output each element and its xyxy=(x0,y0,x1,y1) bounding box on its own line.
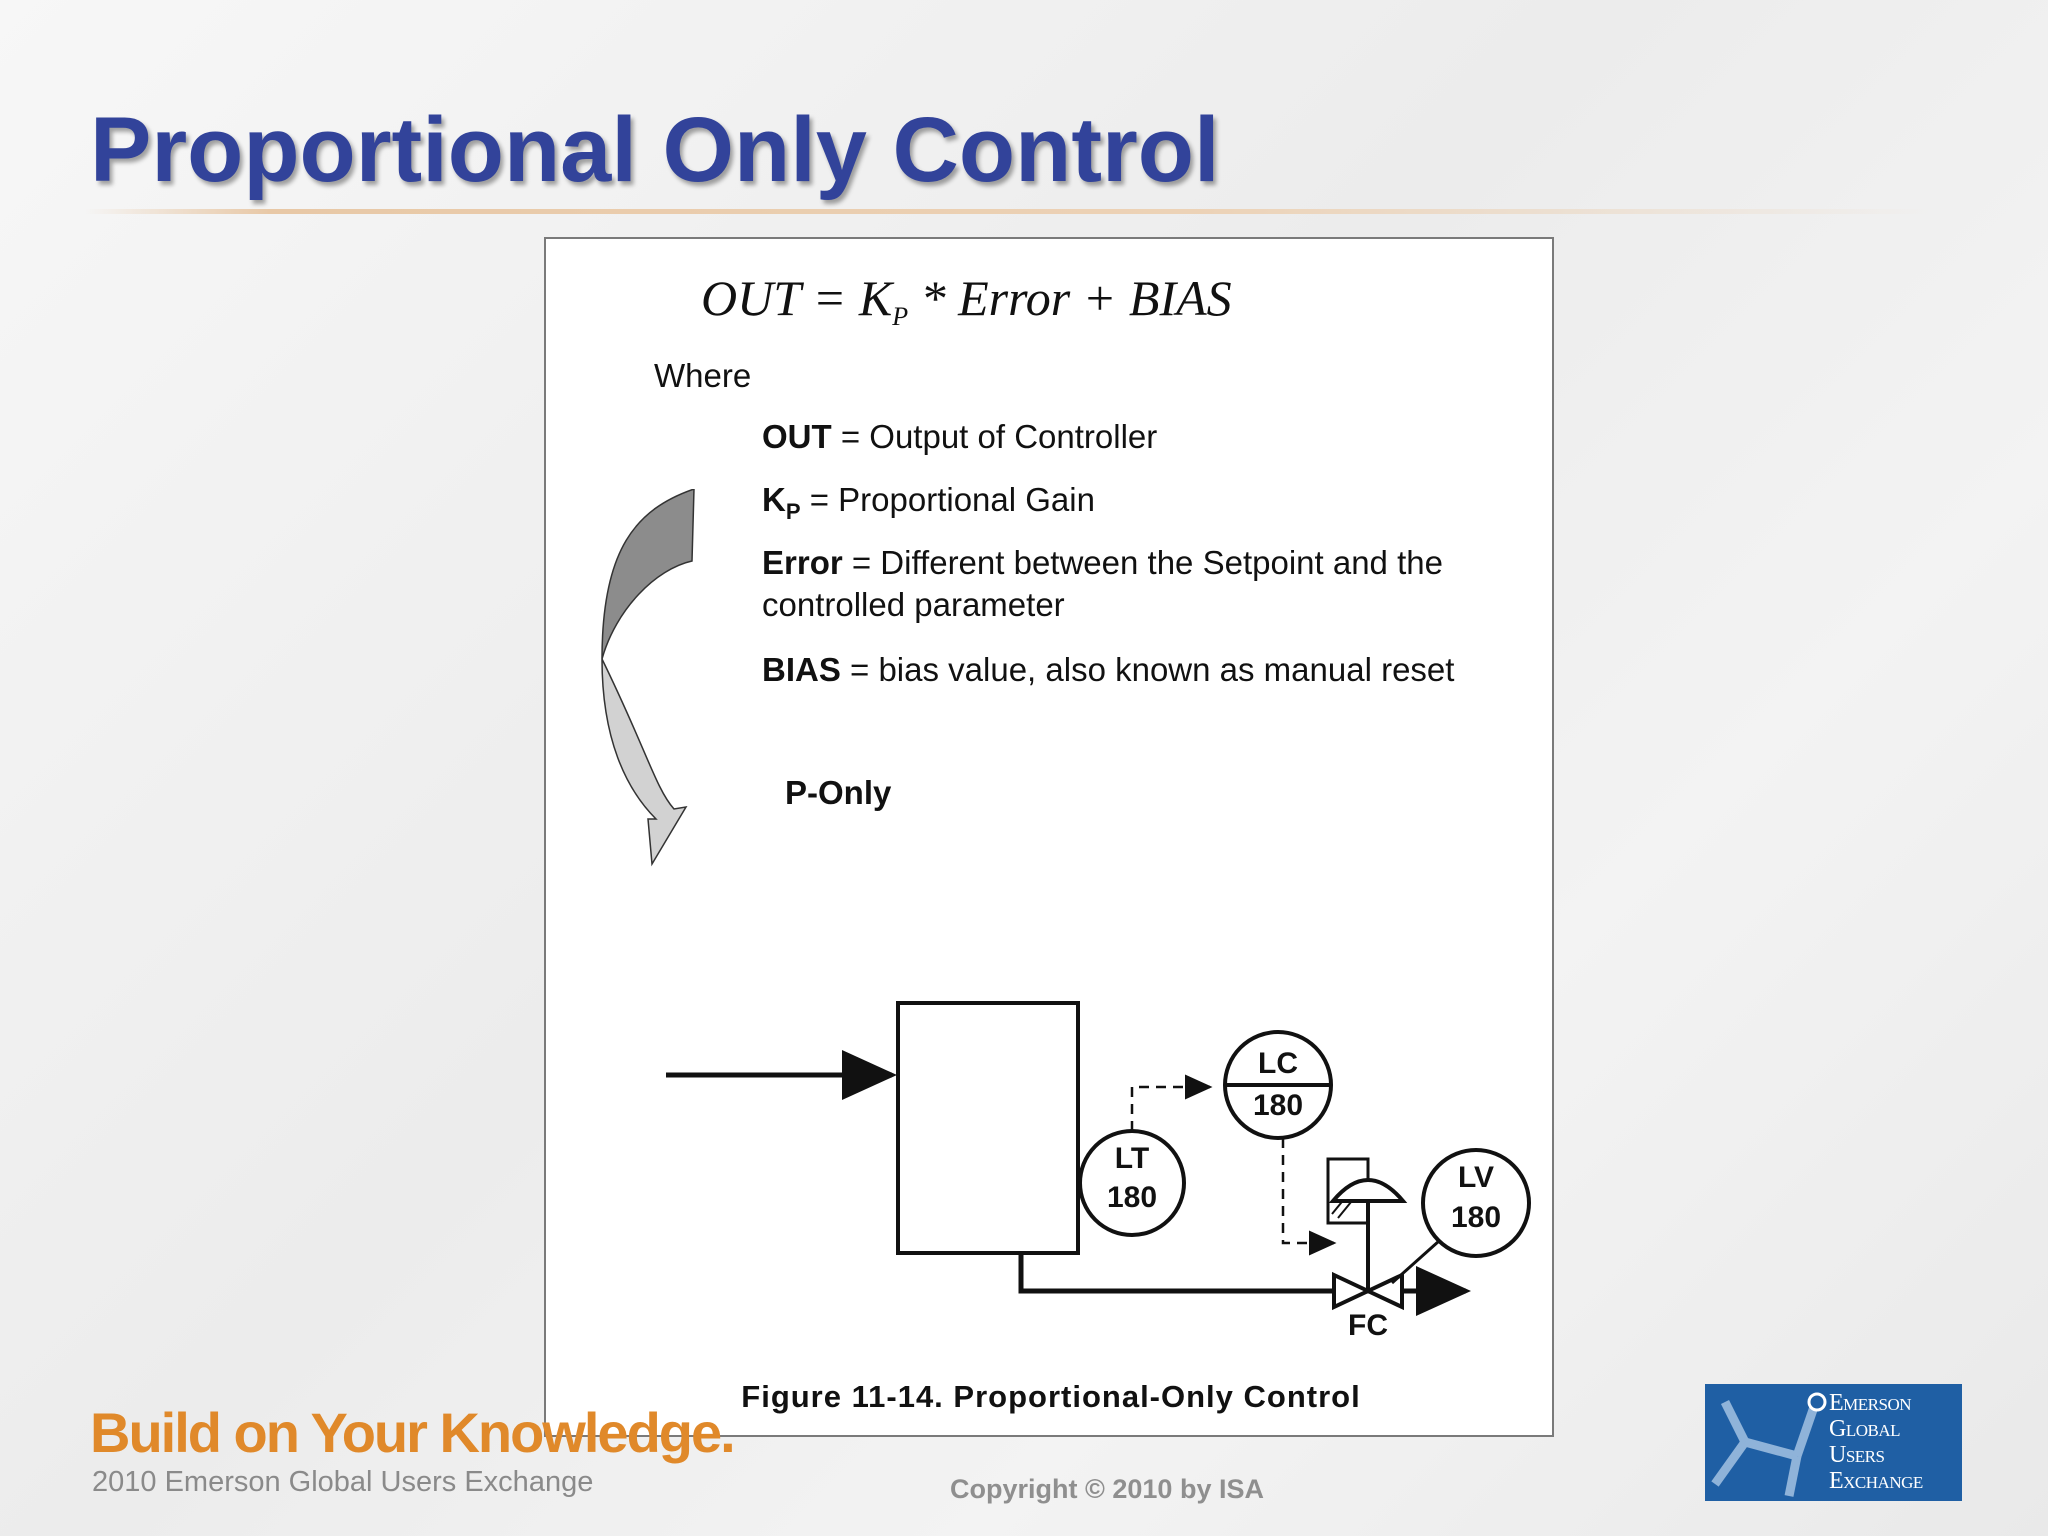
formula-out: OUT xyxy=(701,270,801,326)
definition-bias-term: BIAS xyxy=(762,651,841,688)
definition-out: OUT = Output of Controller xyxy=(762,416,1522,458)
figure-panel: OUT = KP * Error + BIAS Where OUT = Outp… xyxy=(544,237,1554,1437)
lt-tag: LT xyxy=(1114,1142,1150,1175)
valve-fail-action: FC xyxy=(1348,1309,1388,1342)
definition-bias: BIAS = bias value, also known as manual … xyxy=(762,649,1522,691)
pid-diagram xyxy=(666,1001,1531,1316)
logo-line-4: Exchange xyxy=(1829,1468,1923,1494)
outlet-line xyxy=(1018,1253,1471,1316)
footer-event-name: 2010 Emerson Global Users Exchange xyxy=(92,1466,594,1498)
slide-title: Proportional Only Control xyxy=(90,99,1220,201)
network-nodes-icon xyxy=(1711,1392,1827,1497)
title-underline xyxy=(85,209,1935,214)
tank-vessel xyxy=(896,1001,1080,1255)
signal-lc-to-valve xyxy=(1281,1138,1337,1256)
logo-line-3: Users xyxy=(1829,1442,1885,1468)
definition-out-text: = Output of Controller xyxy=(831,418,1158,455)
formula-rest: * Error + BIAS xyxy=(908,270,1232,326)
logo-line-2: Global xyxy=(1829,1416,1900,1442)
definition-error: Error = Different between the Setpoint a… xyxy=(762,542,1522,626)
lc-number: 180 xyxy=(1252,1089,1304,1122)
definition-error-term: Error xyxy=(762,544,843,581)
definition-out-term: OUT xyxy=(762,418,832,455)
p-only-formula: OUT = KP * Error + BIAS xyxy=(701,269,1232,332)
lc-tag: LC xyxy=(1258,1047,1298,1080)
lv-number: 180 xyxy=(1450,1201,1502,1234)
definition-kp-term: K xyxy=(762,481,786,518)
formula-k-sub: P xyxy=(892,302,909,331)
where-label: Where xyxy=(654,357,752,394)
definition-bias-text: = bias value, also known as manual reset xyxy=(840,651,1455,688)
valve-actuator xyxy=(1328,1178,1408,1203)
p-only-label: P-Only xyxy=(785,774,892,811)
footer-slogan: Build on Your Knowledge. xyxy=(90,1401,736,1464)
signal-lt-to-lc xyxy=(1130,1074,1213,1131)
control-valve-body xyxy=(1332,1271,1404,1311)
logo-wordmark: Emerson Global Users Exchange xyxy=(1829,1390,1923,1494)
copyright-notice: Copyright © 2010 by ISA xyxy=(950,1474,1264,1504)
definition-error-text: = Different between the Setpoint and the… xyxy=(762,544,1443,623)
definition-kp: KP = Proportional Gain xyxy=(762,479,1522,533)
figure-caption: Figure 11-14. Proportional-Only Control xyxy=(741,1379,1361,1414)
emerson-exchange-logo: Emerson Global Users Exchange xyxy=(1705,1384,1962,1501)
curved-down-arrow-icon xyxy=(601,489,695,867)
arrow-lower-segment xyxy=(601,658,688,867)
logo-line-1: Emerson xyxy=(1829,1390,1912,1416)
definition-kp-sub: P xyxy=(785,499,801,524)
formula-eq: = xyxy=(800,270,859,326)
lv-bubble xyxy=(1421,1148,1531,1258)
lv-tag: LV xyxy=(1457,1161,1495,1194)
lt-number: 180 xyxy=(1106,1181,1158,1214)
formula-k: K xyxy=(858,270,893,326)
definition-kp-text: = Proportional Gain xyxy=(800,481,1095,518)
lv-leader-line xyxy=(1391,1239,1440,1285)
